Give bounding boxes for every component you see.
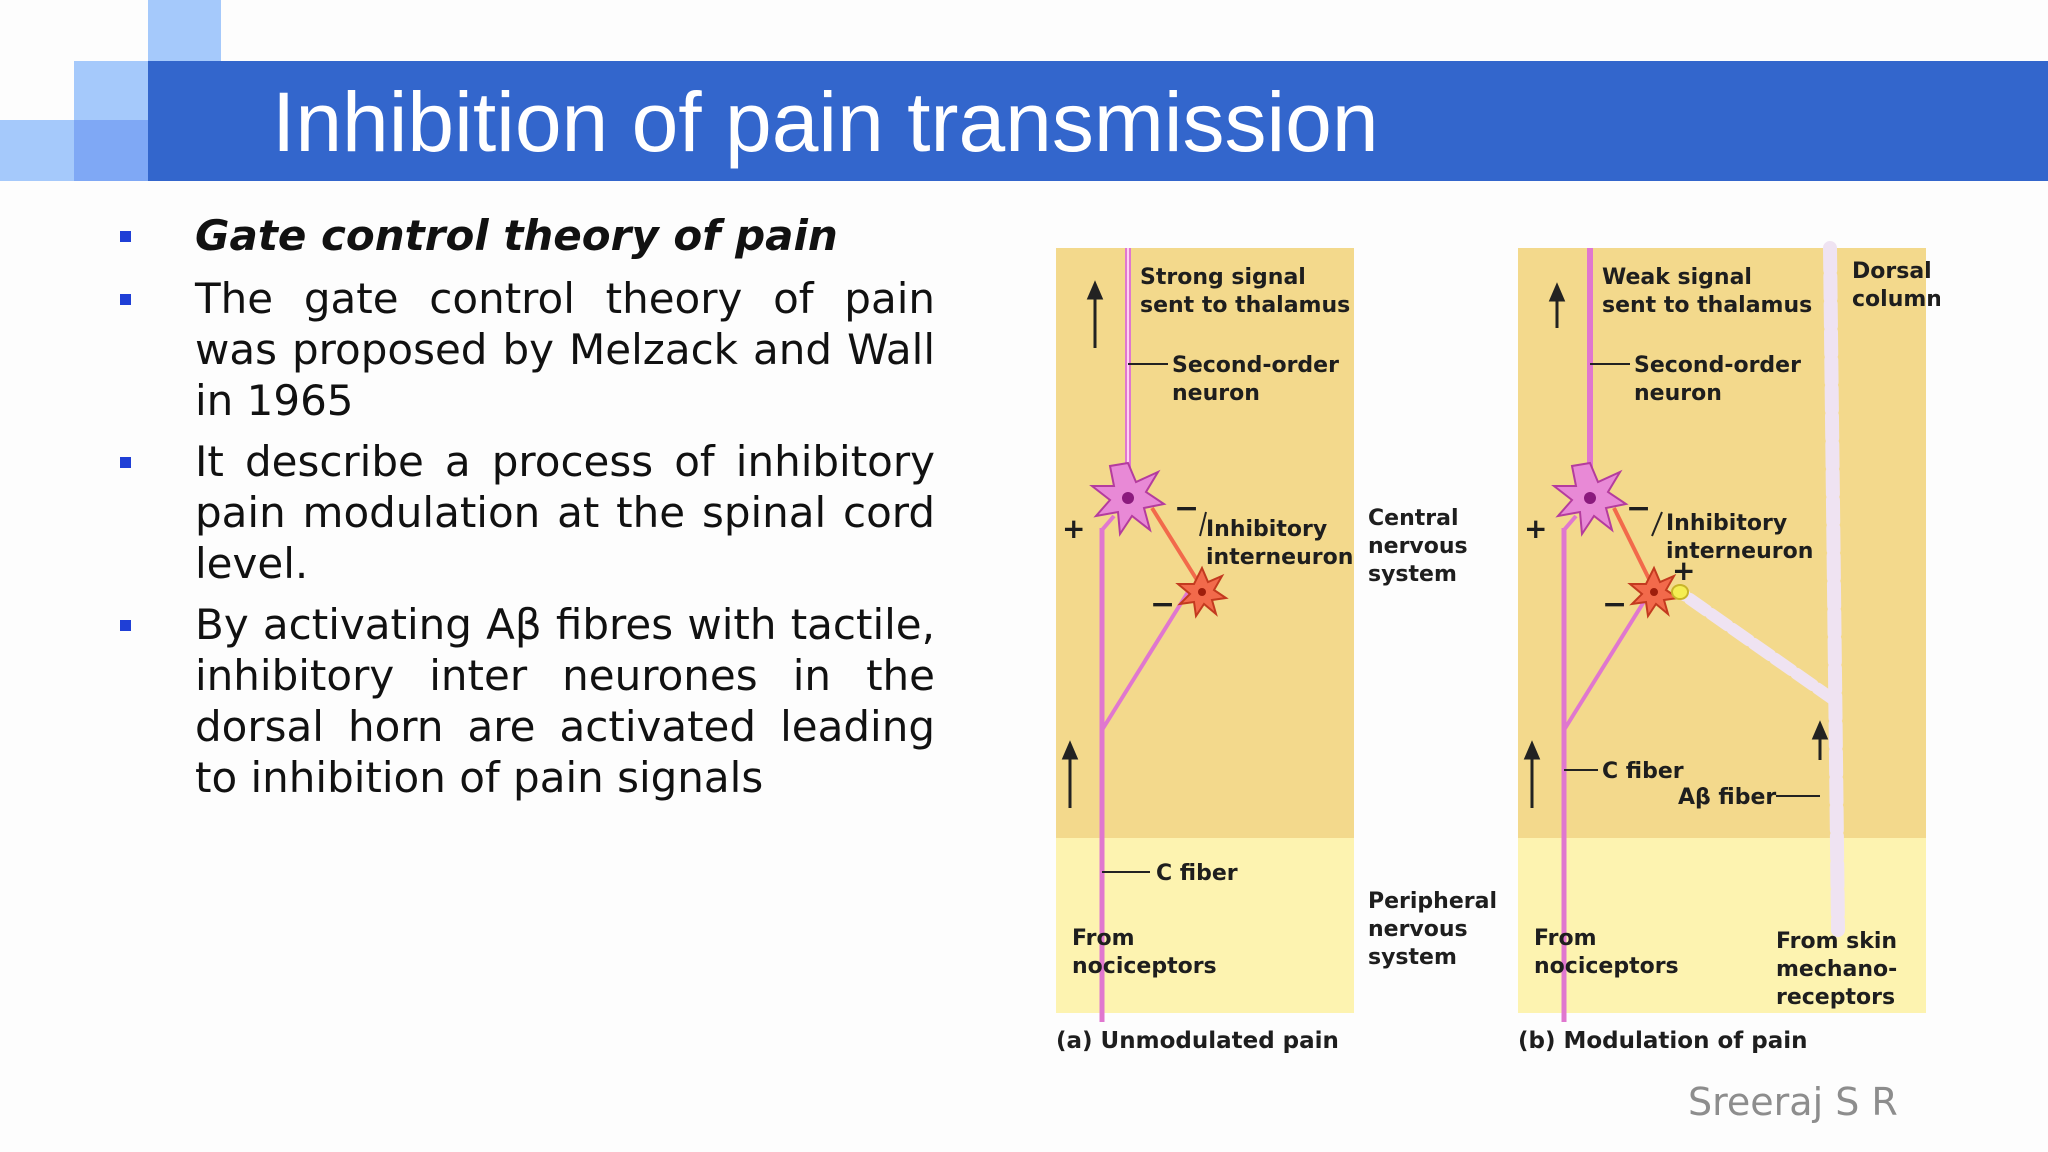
panel-a-caption: (a) Unmodulated pain [1056,1028,1339,1054]
bullet-list: Gate control theory of pain The gate con… [115,210,935,813]
leader-line [1651,511,1663,537]
panel-a: Strong signal sent to thalamus Second-or… [1056,248,1354,1054]
c-fiber-branch [1562,590,1652,732]
panel-a-signal-label: Strong signal sent to thalamus [1140,265,1350,318]
panel-b-interneuron-label: Inhibitory interneuron [1666,511,1813,564]
c-fiber-branch-upper [1100,514,1116,532]
panel-b-caption: (b) Modulation of pain [1518,1028,1808,1054]
plus-sign: + [1062,512,1085,545]
decor-square-2 [74,61,148,120]
panel-a-pns-region [1056,838,1354,1013]
panel-b-from-skin-label: From skin mechano- receptors [1776,929,1905,1010]
up-arrow-icon [1548,282,1566,328]
plus-sign: + [1672,554,1695,587]
panel-b-c-fiber-label: C fiber [1602,759,1684,784]
minus-sign: − [1602,587,1627,622]
panel-a-interneuron-label: Inhibitory interneuron [1206,517,1353,570]
bullet-text: By activating Aβ fibres with tactile, in… [195,600,935,802]
up-arrow-icon [1523,740,1541,808]
ab-synapse [1671,584,1689,600]
gate-control-diagram: Strong signal sent to thalamus Second-or… [1056,241,1940,1054]
minus-sign: − [1150,587,1175,622]
decor-square-1 [148,0,221,61]
bullet-text: It describe a process of inhibitory pain… [195,437,935,588]
bullet-marker-icon [120,231,131,242]
bullet-marker-icon [120,620,131,631]
bullet-text: Gate control theory of pain [195,211,838,260]
decor-square-4 [0,120,74,181]
dorsal-column-fiber [1823,241,1845,937]
panel-a-c-fiber-label: C fiber [1156,861,1238,886]
leader-line [1199,511,1207,537]
panel-a-cns-region [1056,248,1354,838]
bullet-marker-icon [120,294,131,305]
panel-b-from-label: From nociceptors [1534,926,1679,979]
title-bar [148,61,2048,181]
up-arrow-icon [1811,720,1829,760]
interneuron-axon [1150,506,1204,590]
bullet-item: The gate control theory of pain was prop… [115,273,935,426]
cns-label: Central nervous system [1368,506,1475,587]
panel-a-from-label: From nociceptors [1072,926,1217,979]
up-arrow-icon [1061,740,1079,808]
panel-b-signal-label: Weak signal sent to thalamus [1602,265,1812,318]
minus-sign: − [1174,491,1199,526]
panel-b-pns-region [1518,838,1926,1013]
panel-b: Weak signal sent to thalamus Dorsal colu… [1518,241,1940,1054]
c-fiber-branch [1100,590,1190,732]
panel-b-second-order-label: Second-order neuron [1634,353,1809,406]
author-footer: Sreeraj S R [1688,1080,1898,1124]
bullet-item: It describe a process of inhibitory pain… [115,436,935,589]
slide-title: Inhibition of pain transmission [272,75,1379,169]
c-fiber-branch-upper [1562,514,1578,532]
ab-fiber-branch [1674,586,1840,706]
panel-b-ab-fiber-label: Aβ fiber [1678,785,1776,810]
bullet-marker-icon [120,457,131,468]
neuron-nucleus [1122,492,1134,504]
panel-b-cns-region [1518,248,1926,838]
bullet-item: By activating Aβ fibres with tactile, in… [115,599,935,803]
decor-square-5 [74,120,148,181]
panel-a-second-order-label: Second-order neuron [1172,353,1347,406]
interneuron-nucleus [1198,588,1206,596]
bullet-text: The gate control theory of pain was prop… [195,274,935,425]
panel-b-dorsal-columns-label: Dorsal columns [1852,259,1940,312]
up-arrow-icon [1086,280,1104,348]
minus-sign: − [1626,491,1651,526]
bullet-item: Gate control theory of pain [115,210,935,261]
interneuron-axon [1612,507,1654,586]
neuron-nucleus [1584,492,1596,504]
interneuron-nucleus [1650,588,1658,596]
pns-label: Peripheral nervous system [1368,889,1505,970]
plus-sign: + [1524,512,1547,545]
